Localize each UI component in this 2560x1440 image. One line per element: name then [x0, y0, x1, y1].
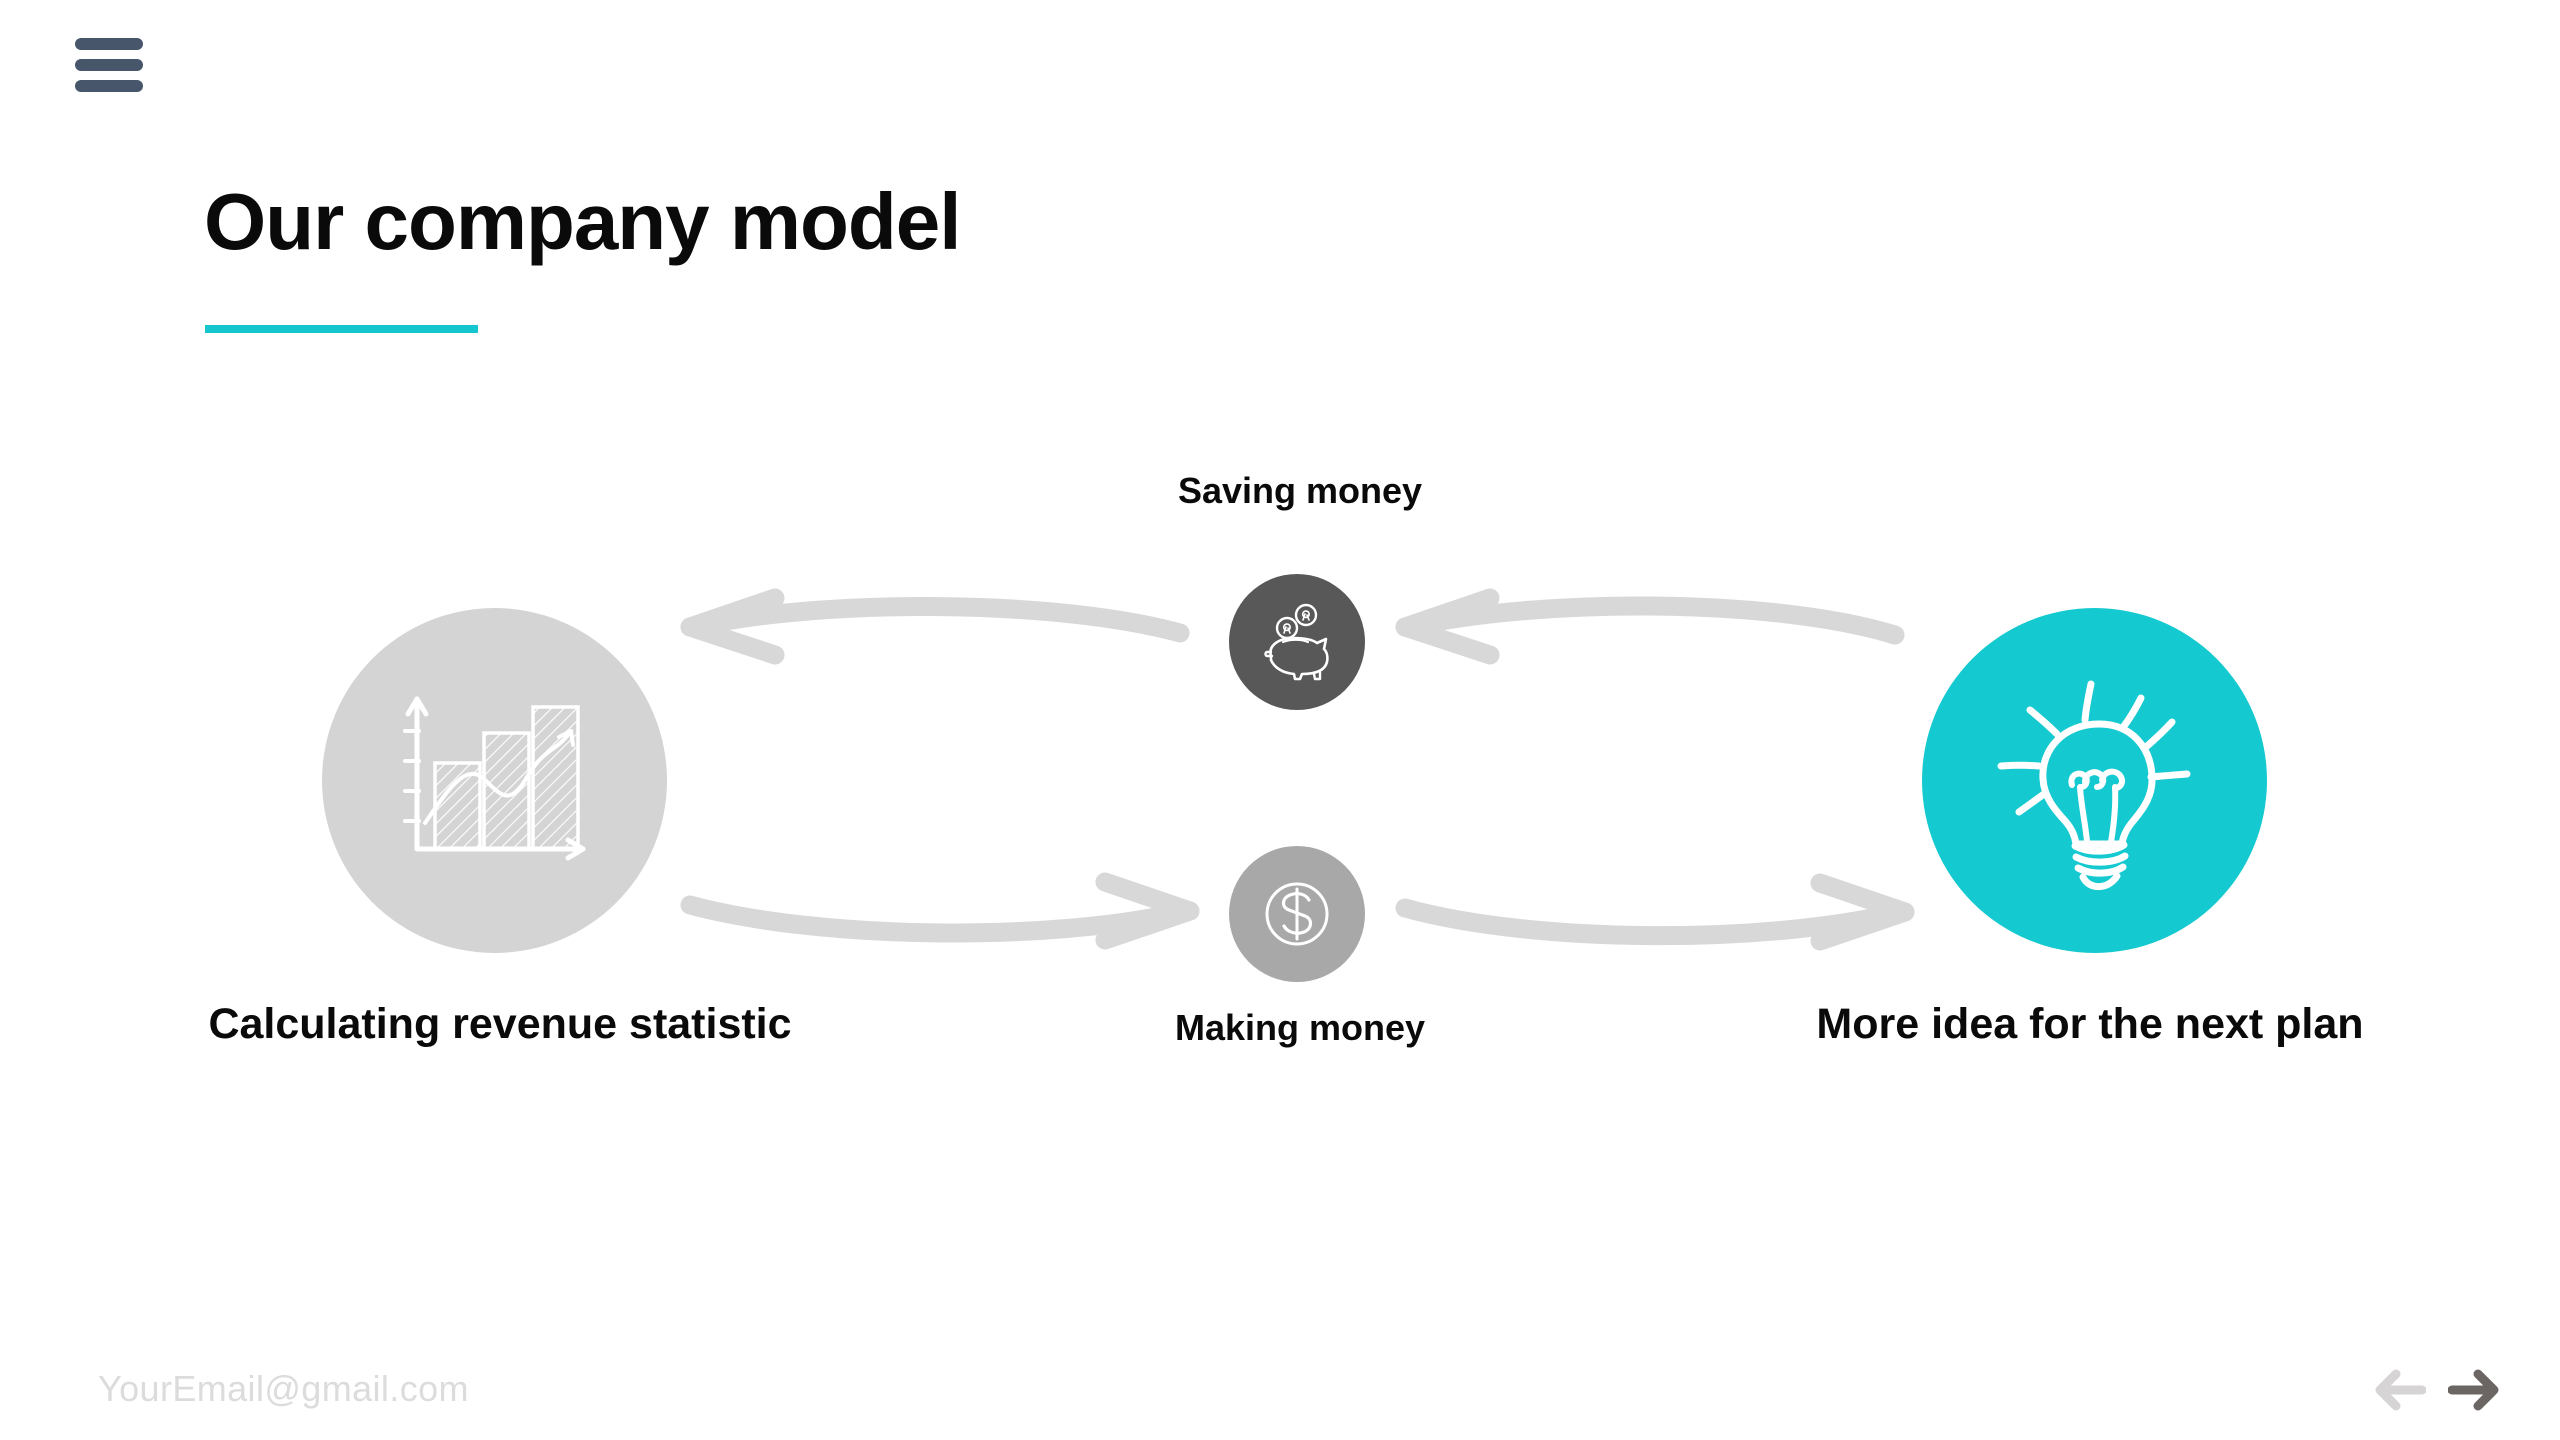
connector-making-to-idea: [1395, 873, 1915, 951]
bar-chart-icon: [403, 696, 586, 860]
node-making-money[interactable]: [1229, 846, 1365, 982]
slide-navigation: [2374, 1368, 2500, 1412]
footer-email: YourEmail@gmail.com: [98, 1368, 469, 1409]
node-saving-money[interactable]: [1229, 574, 1365, 710]
page-title: Our company model: [204, 177, 961, 266]
hamburger-bar-1: [75, 38, 143, 50]
connector-saving-to-calculating: [680, 588, 1190, 665]
connector-calculating-to-making: [680, 872, 1200, 950]
node-label-calculating: Calculating revenue statistic: [208, 1000, 792, 1048]
node-more-idea-next-plan[interactable]: [1922, 608, 2267, 953]
node-label-idea: More idea for the next plan: [1816, 1000, 2364, 1048]
hamburger-menu-button[interactable]: [75, 38, 143, 92]
lightbulb-icon: [1997, 680, 2190, 890]
node-label-making: Making money: [1174, 1007, 1426, 1048]
dollar-coin-icon: [1265, 882, 1329, 946]
arrow-left-icon[interactable]: [2374, 1368, 2426, 1412]
title-underline: [205, 325, 478, 333]
node-label-saving: Saving money: [1177, 470, 1423, 511]
connector-idea-to-saving: [1395, 588, 1905, 665]
hamburger-bar-3: [75, 80, 143, 92]
hamburger-bar-2: [75, 59, 143, 71]
arrow-right-icon[interactable]: [2448, 1368, 2500, 1412]
piggy-bank-icon: [1264, 603, 1329, 681]
node-calculating-revenue-statistic[interactable]: [322, 608, 667, 953]
